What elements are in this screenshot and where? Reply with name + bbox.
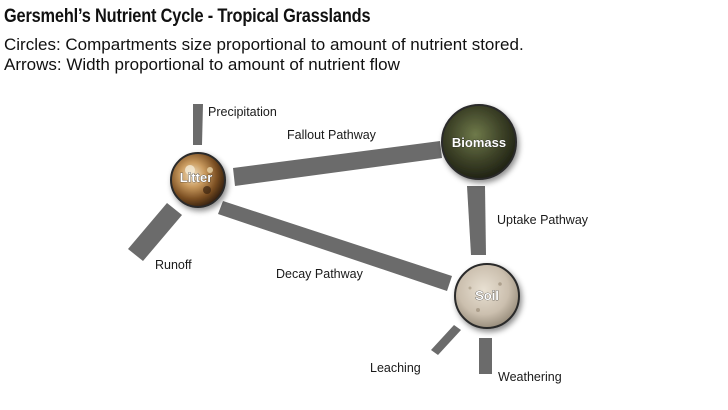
decay-pathway-label: Decay Pathway xyxy=(276,267,364,281)
decay-pathway-arrow xyxy=(218,201,452,291)
biomass-label: Biomass xyxy=(452,135,506,150)
uptake-pathway-label: Uptake Pathway xyxy=(497,213,589,227)
leaching-arrow xyxy=(431,325,461,355)
weathering-label: Weathering xyxy=(498,370,562,384)
weathering-arrow xyxy=(479,338,492,374)
runoff-label: Runoff xyxy=(155,258,192,272)
litter-label: Litter xyxy=(180,170,213,185)
precipitation-arrow xyxy=(193,104,203,145)
leaching-label: Leaching xyxy=(370,361,421,375)
subtitle-arrows: Arrows: Width proportional to amount of … xyxy=(4,55,400,74)
soil-label: Soil xyxy=(475,288,499,303)
subtitle-circles: Circles: Compartments size proportional … xyxy=(4,35,524,54)
fallout-pathway-label: Fallout Pathway xyxy=(287,128,377,142)
soil-compartment: Soil xyxy=(454,263,520,329)
precipitation-label: Precipitation xyxy=(208,105,277,119)
runoff-arrow xyxy=(128,203,182,261)
biomass-compartment: Biomass xyxy=(441,104,517,180)
diagram-title: Gersmehl’s Nutrient Cycle - Tropical Gra… xyxy=(4,6,371,27)
fallout-pathway-arrow xyxy=(233,141,442,186)
uptake-pathway-arrow xyxy=(467,186,486,255)
litter-compartment: Litter xyxy=(170,152,226,208)
